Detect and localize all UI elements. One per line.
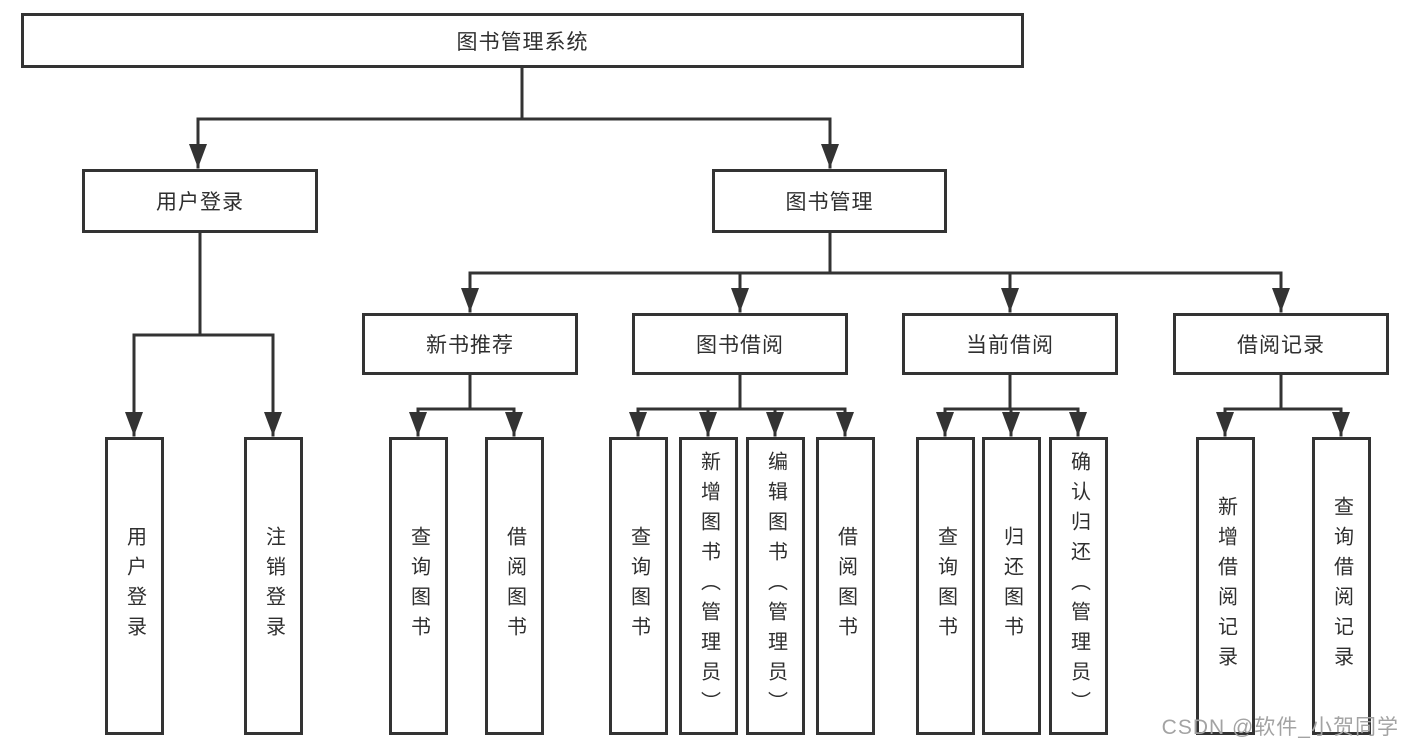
leaf-borrow-books-1: 借阅图书 xyxy=(485,437,544,735)
leaf-confirm-return-admin: 确认归还（管理员） xyxy=(1049,437,1108,735)
leaf-label: 编辑图书（管理员） xyxy=(764,451,787,721)
leaf-label: 查询图书 xyxy=(934,526,957,646)
leaf-label: 确认归还（管理员） xyxy=(1067,451,1090,721)
leaf-add-borrow-record: 新增借阅记录 xyxy=(1196,437,1255,735)
node-user-login: 用户登录 xyxy=(82,169,318,233)
csdn-watermark: CSDN @软件_小贺同学 xyxy=(1161,716,1399,739)
leaf-label: 借阅图书 xyxy=(503,526,526,646)
leaf-label: 查询借阅记录 xyxy=(1330,496,1353,676)
node-new-book-recommend: 新书推荐 xyxy=(362,313,578,375)
node-borrow-records: 借阅记录 xyxy=(1173,313,1389,375)
leaf-add-books-admin: 新增图书（管理员） xyxy=(679,437,738,735)
leaf-query-borrow-record: 查询借阅记录 xyxy=(1312,437,1371,735)
node-label: 借阅记录 xyxy=(1237,334,1325,357)
node-label: 新书推荐 xyxy=(426,334,514,357)
leaf-label: 新增借阅记录 xyxy=(1214,496,1237,676)
node-label: 图书管理系统 xyxy=(456,30,589,54)
leaf-label: 查询图书 xyxy=(407,526,430,646)
leaf-edit-books-admin: 编辑图书（管理员） xyxy=(746,437,805,735)
leaf-label: 查询图书 xyxy=(627,526,650,646)
node-library-management-system: 图书管理系统 xyxy=(21,13,1024,68)
node-label: 用户登录 xyxy=(156,191,244,214)
leaf-user-login: 用户登录 xyxy=(105,437,164,735)
leaf-query-books-1: 查询图书 xyxy=(389,437,448,735)
node-label: 当前借阅 xyxy=(966,334,1054,357)
leaf-query-books-3: 查询图书 xyxy=(916,437,975,735)
node-current-borrow: 当前借阅 xyxy=(902,313,1118,375)
leaf-label: 归还图书 xyxy=(1000,526,1023,646)
leaf-label: 注销登录 xyxy=(262,526,285,646)
node-label: 图书借阅 xyxy=(696,334,784,357)
leaf-label: 借阅图书 xyxy=(834,526,857,646)
leaf-query-books-2: 查询图书 xyxy=(609,437,668,735)
leaf-borrow-books-2: 借阅图书 xyxy=(816,437,875,735)
leaf-return-books: 归还图书 xyxy=(982,437,1041,735)
node-label: 图书管理 xyxy=(785,191,874,214)
node-book-management: 图书管理 xyxy=(712,169,947,233)
leaf-label: 用户登录 xyxy=(123,526,146,646)
leaf-logout: 注销登录 xyxy=(244,437,303,735)
leaf-label: 新增图书（管理员） xyxy=(697,451,720,721)
node-book-borrow: 图书借阅 xyxy=(632,313,848,375)
